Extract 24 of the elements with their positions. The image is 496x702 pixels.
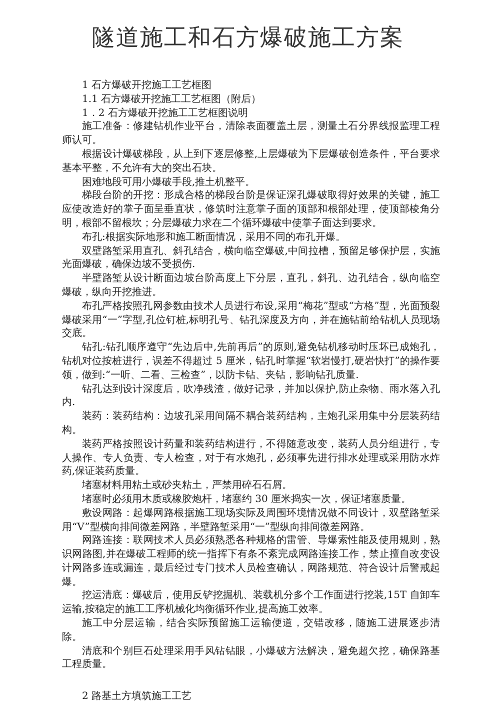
text-paragraph: 清底和个别巨石处理采用手风钻钻眼，小爆破方法解决，避免超欠挖，确保路基工程质量。 xyxy=(62,644,440,672)
text-paragraph: 敷设网路：起爆网路根据施工现场实际及周围环境情况做不同设计，双壁路堑采用“V”型横向排间微差网路，半壁路堑采用“一”型纵向排间微差网路。 xyxy=(62,506,440,534)
text-paragraph: 布孔:根据实际地形和施工断面情况，采用不同的布孔开爆。 xyxy=(81,230,346,245)
text-paragraph: 堵塞材料用粘土或砂夹粘土，严禁用碎石石屑。 xyxy=(81,479,293,493)
text-paragraph: 装药：装药结构：边坡孔采用间隔不耦合装药结构，主炮孔采用集中分层装药结构。 xyxy=(62,410,440,438)
text-paragraph: 布孔严格按照孔网参数由技术人员进行布设,采用“梅花”型或“方格”型，光面预裂爆破采用“一”字型,孔位钉桩,标明孔号、钻孔深度及方向，并在施钻前给钻机人员现场交底。 xyxy=(62,300,440,342)
text-paragraph: 网路连接：联网技术人员必须熟悉各种规格的雷管、导爆索性能及使用规则，熟识网路图,并在爆破工程师的统一指挥下有条不紊完成网路连接工作，禁止擅自改变设计网路多连或漏连，最后经过专门技术人员检查确认，网路规范、符合设计后警戒起爆。 xyxy=(62,534,440,590)
text-paragraph: 装药严格按照设计药量和装药结构进行，不得随意改变，装药人员分组进行，专人操作、专人负责、专人检查，对于有水炮孔，必须事先进行排水处理或采用防水炸药,保证装药质量。 xyxy=(62,438,440,480)
text-paragraph: 施工准备：修建钻机作业平台，清除表面覆盖土层，测量土石分界线报监理工程师认可。 xyxy=(62,120,440,148)
text-paragraph: 施工中分层运输，结合实际预留施工运输便道，交错改移，随施工进展逐步清除。 xyxy=(62,617,440,645)
text-paragraph: 梯段台阶的开挖：形成合格的梯段台阶是保证深孔爆破取得好效果的关键，施工应使改造好的掌子面呈垂直状，修筑时注意掌子面的顶部和根部处理，使顶部棱角分明，根部不留根坎；分层爆破力求在二个循环爆破中使掌子面达到要求。 xyxy=(62,189,440,231)
text-paragraph: 困难地段可用小爆破手段,推土机整平。 xyxy=(81,176,256,190)
text-paragraph: 钻孔:钻孔顺序遵守“先边后中,先前再后”的原则,避免钻机移动时压坏已成炮孔，钻机对位按桩进行，误差不得超过 5 厘米，钻孔时掌握“软岩慢打,硬岩快打”的操作要领，做到:“一听、二看、三检查”，以防卡钻、夹钻，影响钻孔质量. xyxy=(62,341,440,383)
text-paragraph: 堵塞时必须用木质或橡胶炮杆，堵塞约 30 厘米捣实一次，保证堵塞质量。 xyxy=(81,492,412,507)
text-paragraph: 根据设计爆破梯段，从上到下逐层修整,上层爆破为下层爆破创造条件，平台要求基本平整，不允许有大的突出石块。 xyxy=(62,148,440,176)
text-paragraph: 半壁路堑从设计断面边坡台阶高度上下分层，直孔，斜孔、边孔结合，纵向临空爆破，纵向开挖推进。 xyxy=(62,272,440,300)
text-paragraph: 双壁路堑采用直孔、斜孔结合，横向临空爆破,中间拉槽，预留足够保护层，实施光面爆破，确保边坡不受损伤. xyxy=(62,244,440,272)
text-paragraph: 1 石方爆破开挖施工工艺框图 xyxy=(81,79,213,93)
text-paragraph: 1．2 石方爆破开挖施工工艺框图说明 xyxy=(81,106,249,120)
text-paragraph: 挖运清底：爆破后，使用反铲挖掘机、装载机分多个工作面进行挖装,15T 自卸车运输,按稳定的施工工序机械化均衡循环作业,提高施工效率。 xyxy=(62,589,440,618)
text-paragraph: 1.1 石方爆破开挖施工工艺框图（附后） xyxy=(81,92,262,107)
text-paragraph: 钻孔达到设计深度后，吹净残渣，做好记录，并加以保护,防止杂物、雨水落入孔内. xyxy=(62,382,440,410)
text-paragraph: 2 路基土方填筑施工工艺 xyxy=(81,690,193,702)
page-title: 隧道施工和石方爆破施工方案 xyxy=(91,24,405,53)
